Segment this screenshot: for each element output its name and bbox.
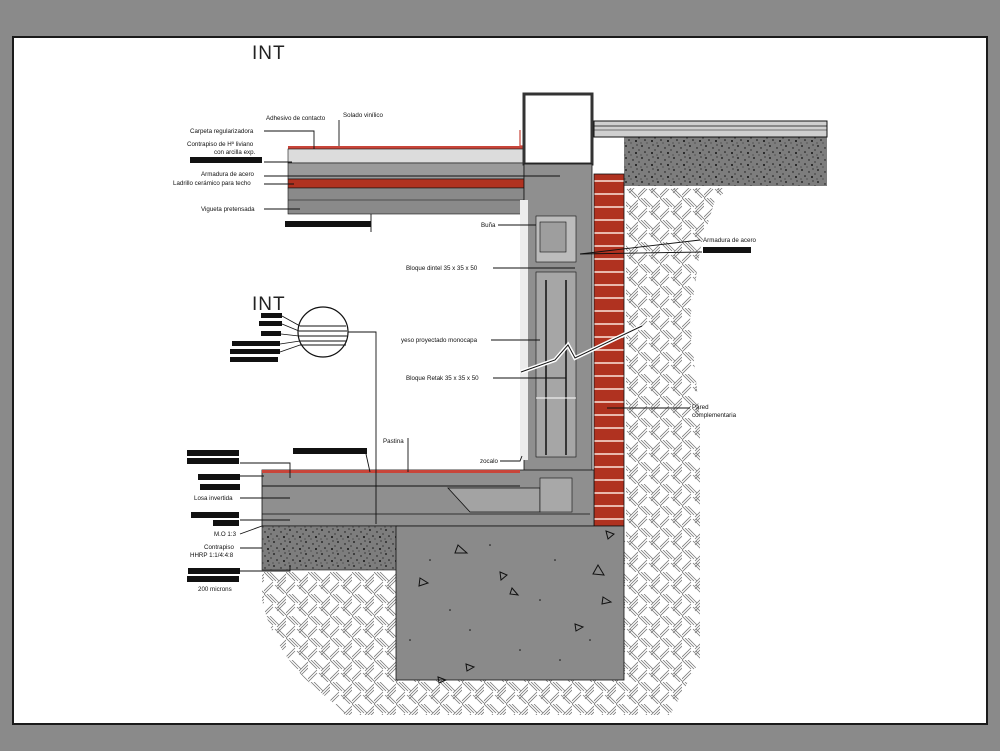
label-bloque-retak: Bloque Retak 35 x 35 x 50	[406, 375, 479, 382]
exterior-slab	[593, 120, 828, 138]
label-adhesivo: Adhesivo de contacto	[266, 115, 326, 122]
parapet-block	[522, 92, 594, 166]
label-contrapiso-1: Contrapiso de Hº liviano	[187, 141, 254, 148]
label-vigueta: Vigueta pretensada	[201, 206, 255, 213]
label-carpeta: Carpeta regularizadora	[190, 128, 254, 135]
label-bloque-dintel: Bloque dintel 35 x 35 x 50	[406, 265, 478, 272]
label-micrones: 200 microns	[198, 586, 232, 593]
label-solado-vinilico: Solado vinílico	[343, 112, 383, 119]
label-contrapiso-2: con arcilla exp.	[214, 149, 256, 156]
redacted-label-bars	[187, 157, 751, 582]
floor-slab	[261, 469, 595, 527]
label-ladrillo: Ladrillo cerámico para techo	[173, 180, 251, 187]
label-pared-1: Pared	[692, 404, 709, 411]
label-armadura-techo: Armadura de acero	[201, 171, 255, 178]
label-contrapiso-h1: Contrapiso	[204, 544, 234, 551]
label-zocalo: zocalo	[480, 458, 498, 465]
detail-callout-circle	[230, 306, 377, 524]
brick-wall	[593, 173, 625, 527]
label-pared-2: complementaria	[692, 412, 737, 419]
int-label-detail: INT	[252, 294, 286, 315]
label-losa-invertida: Losa invertida	[194, 495, 233, 502]
label-armadura-dintel: Armadura de acero	[703, 237, 757, 244]
label-yeso: yeso proyectado monocapa	[401, 337, 478, 344]
label-contrapiso-h2: HHRP 1:1/4:4:8	[190, 552, 234, 559]
footing	[395, 525, 625, 684]
int-label-top: INT	[252, 43, 286, 64]
leader-lines	[239, 120, 703, 572]
roof-slab	[287, 130, 525, 215]
gravel-fill-exterior	[624, 137, 827, 186]
gravel-fill-interior	[261, 525, 399, 571]
label-buna: Buña	[481, 222, 496, 229]
label-mo: M.O 1:3	[214, 531, 237, 538]
label-pastina: Pastina	[383, 438, 404, 445]
